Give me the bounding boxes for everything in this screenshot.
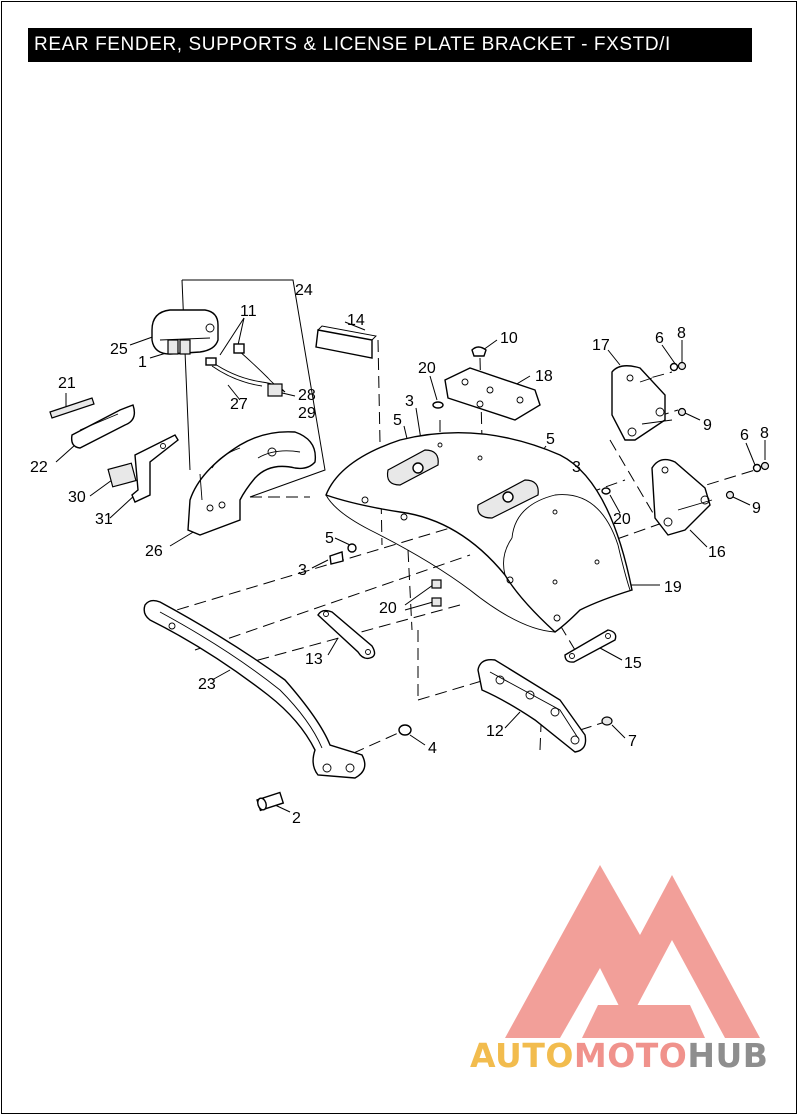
washer-6a [669, 362, 679, 372]
callout-4: 4 [428, 740, 437, 757]
washer-6b [752, 463, 762, 473]
washer-20-right [601, 487, 611, 495]
callout-9b: 9 [752, 500, 761, 517]
nut-7 [601, 716, 613, 726]
reflector-bracket [70, 404, 136, 449]
wiring-harness [205, 343, 286, 397]
spacer-4 [398, 724, 412, 736]
fender-support-12 [477, 659, 587, 753]
rear-fender [325, 432, 633, 633]
callout-21: 21 [58, 375, 76, 392]
callout-6b: 6 [740, 427, 749, 444]
callout-8a: 8 [677, 325, 686, 342]
callout-labels: 24 11 14 10 17 6 8 25 1 20 18 21 28 27 3… [30, 282, 769, 827]
label-plate [107, 462, 137, 488]
callout-23: 23 [198, 676, 216, 693]
callout-2: 2 [292, 810, 301, 827]
screw-3 [329, 551, 344, 565]
strut-15 [564, 629, 617, 663]
nut-8b [760, 461, 770, 471]
washer-5 [347, 543, 357, 553]
callout-15: 15 [624, 655, 642, 672]
reflector-strip [49, 397, 95, 419]
callout-18: 18 [535, 368, 553, 385]
callout-9a: 9 [703, 417, 712, 434]
bracket-17 [611, 365, 666, 441]
automotohub-logo-icon [505, 865, 760, 1038]
callout-7: 7 [628, 733, 637, 750]
callout-28: 28 [298, 387, 316, 404]
license-plate-bracket [187, 431, 317, 536]
bolt-10 [471, 346, 487, 357]
callout-24: 24 [295, 282, 313, 299]
watermark-hub: HUB [687, 1036, 769, 1075]
callout-17: 17 [592, 337, 610, 354]
callout-3c: 3 [298, 562, 307, 579]
page-title: REAR FENDER, SUPPORTS & LICENSE PLATE BR… [28, 28, 752, 62]
fender-support-23 [143, 599, 366, 779]
callout-19: 19 [664, 579, 682, 596]
mounting-bracket [131, 434, 179, 503]
callout-20a: 20 [418, 360, 436, 377]
callout-30: 30 [68, 489, 86, 506]
callout-31: 31 [95, 511, 113, 528]
callout-20c: 20 [379, 600, 397, 617]
callout-26: 26 [145, 543, 163, 560]
trim-strip [315, 329, 373, 359]
parts [49, 309, 770, 812]
callout-1: 1 [138, 354, 147, 371]
callout-25: 25 [110, 341, 128, 358]
callout-12: 12 [486, 723, 504, 740]
nut-8a [677, 361, 687, 371]
callout-5a: 5 [393, 412, 402, 429]
nut-9a [677, 407, 687, 417]
callout-29: 29 [298, 405, 316, 422]
watermark-logo-text: AUTOMOTOHUB [470, 1036, 768, 1075]
callout-27: 27 [230, 396, 248, 413]
strut-13 [317, 609, 376, 660]
nut-20-a [431, 579, 442, 589]
taillight-housing [151, 309, 219, 355]
callout-10: 10 [500, 330, 518, 347]
watermark-auto: AUTO [470, 1036, 574, 1075]
watermark-moto: MOTO [573, 1036, 688, 1075]
bracket-16 [651, 458, 711, 536]
nut-20-b [431, 597, 442, 607]
bolt-2 [256, 791, 285, 812]
callout-6a: 6 [655, 330, 664, 347]
callout-3a: 3 [405, 393, 414, 410]
callout-14: 14 [347, 312, 365, 329]
callout-11: 11 [240, 303, 257, 320]
callout-13: 13 [305, 651, 323, 668]
callout-22: 22 [30, 459, 48, 476]
callout-20b: 20 [613, 511, 631, 528]
nut-9b [725, 490, 735, 500]
callout-8b: 8 [760, 425, 769, 442]
washer-20 [432, 401, 444, 409]
callout-3b: 3 [572, 459, 581, 476]
callout-5c: 5 [325, 530, 334, 547]
callout-5b: 5 [546, 431, 555, 448]
fender-plate [444, 367, 541, 421]
callout-16: 16 [708, 544, 726, 561]
